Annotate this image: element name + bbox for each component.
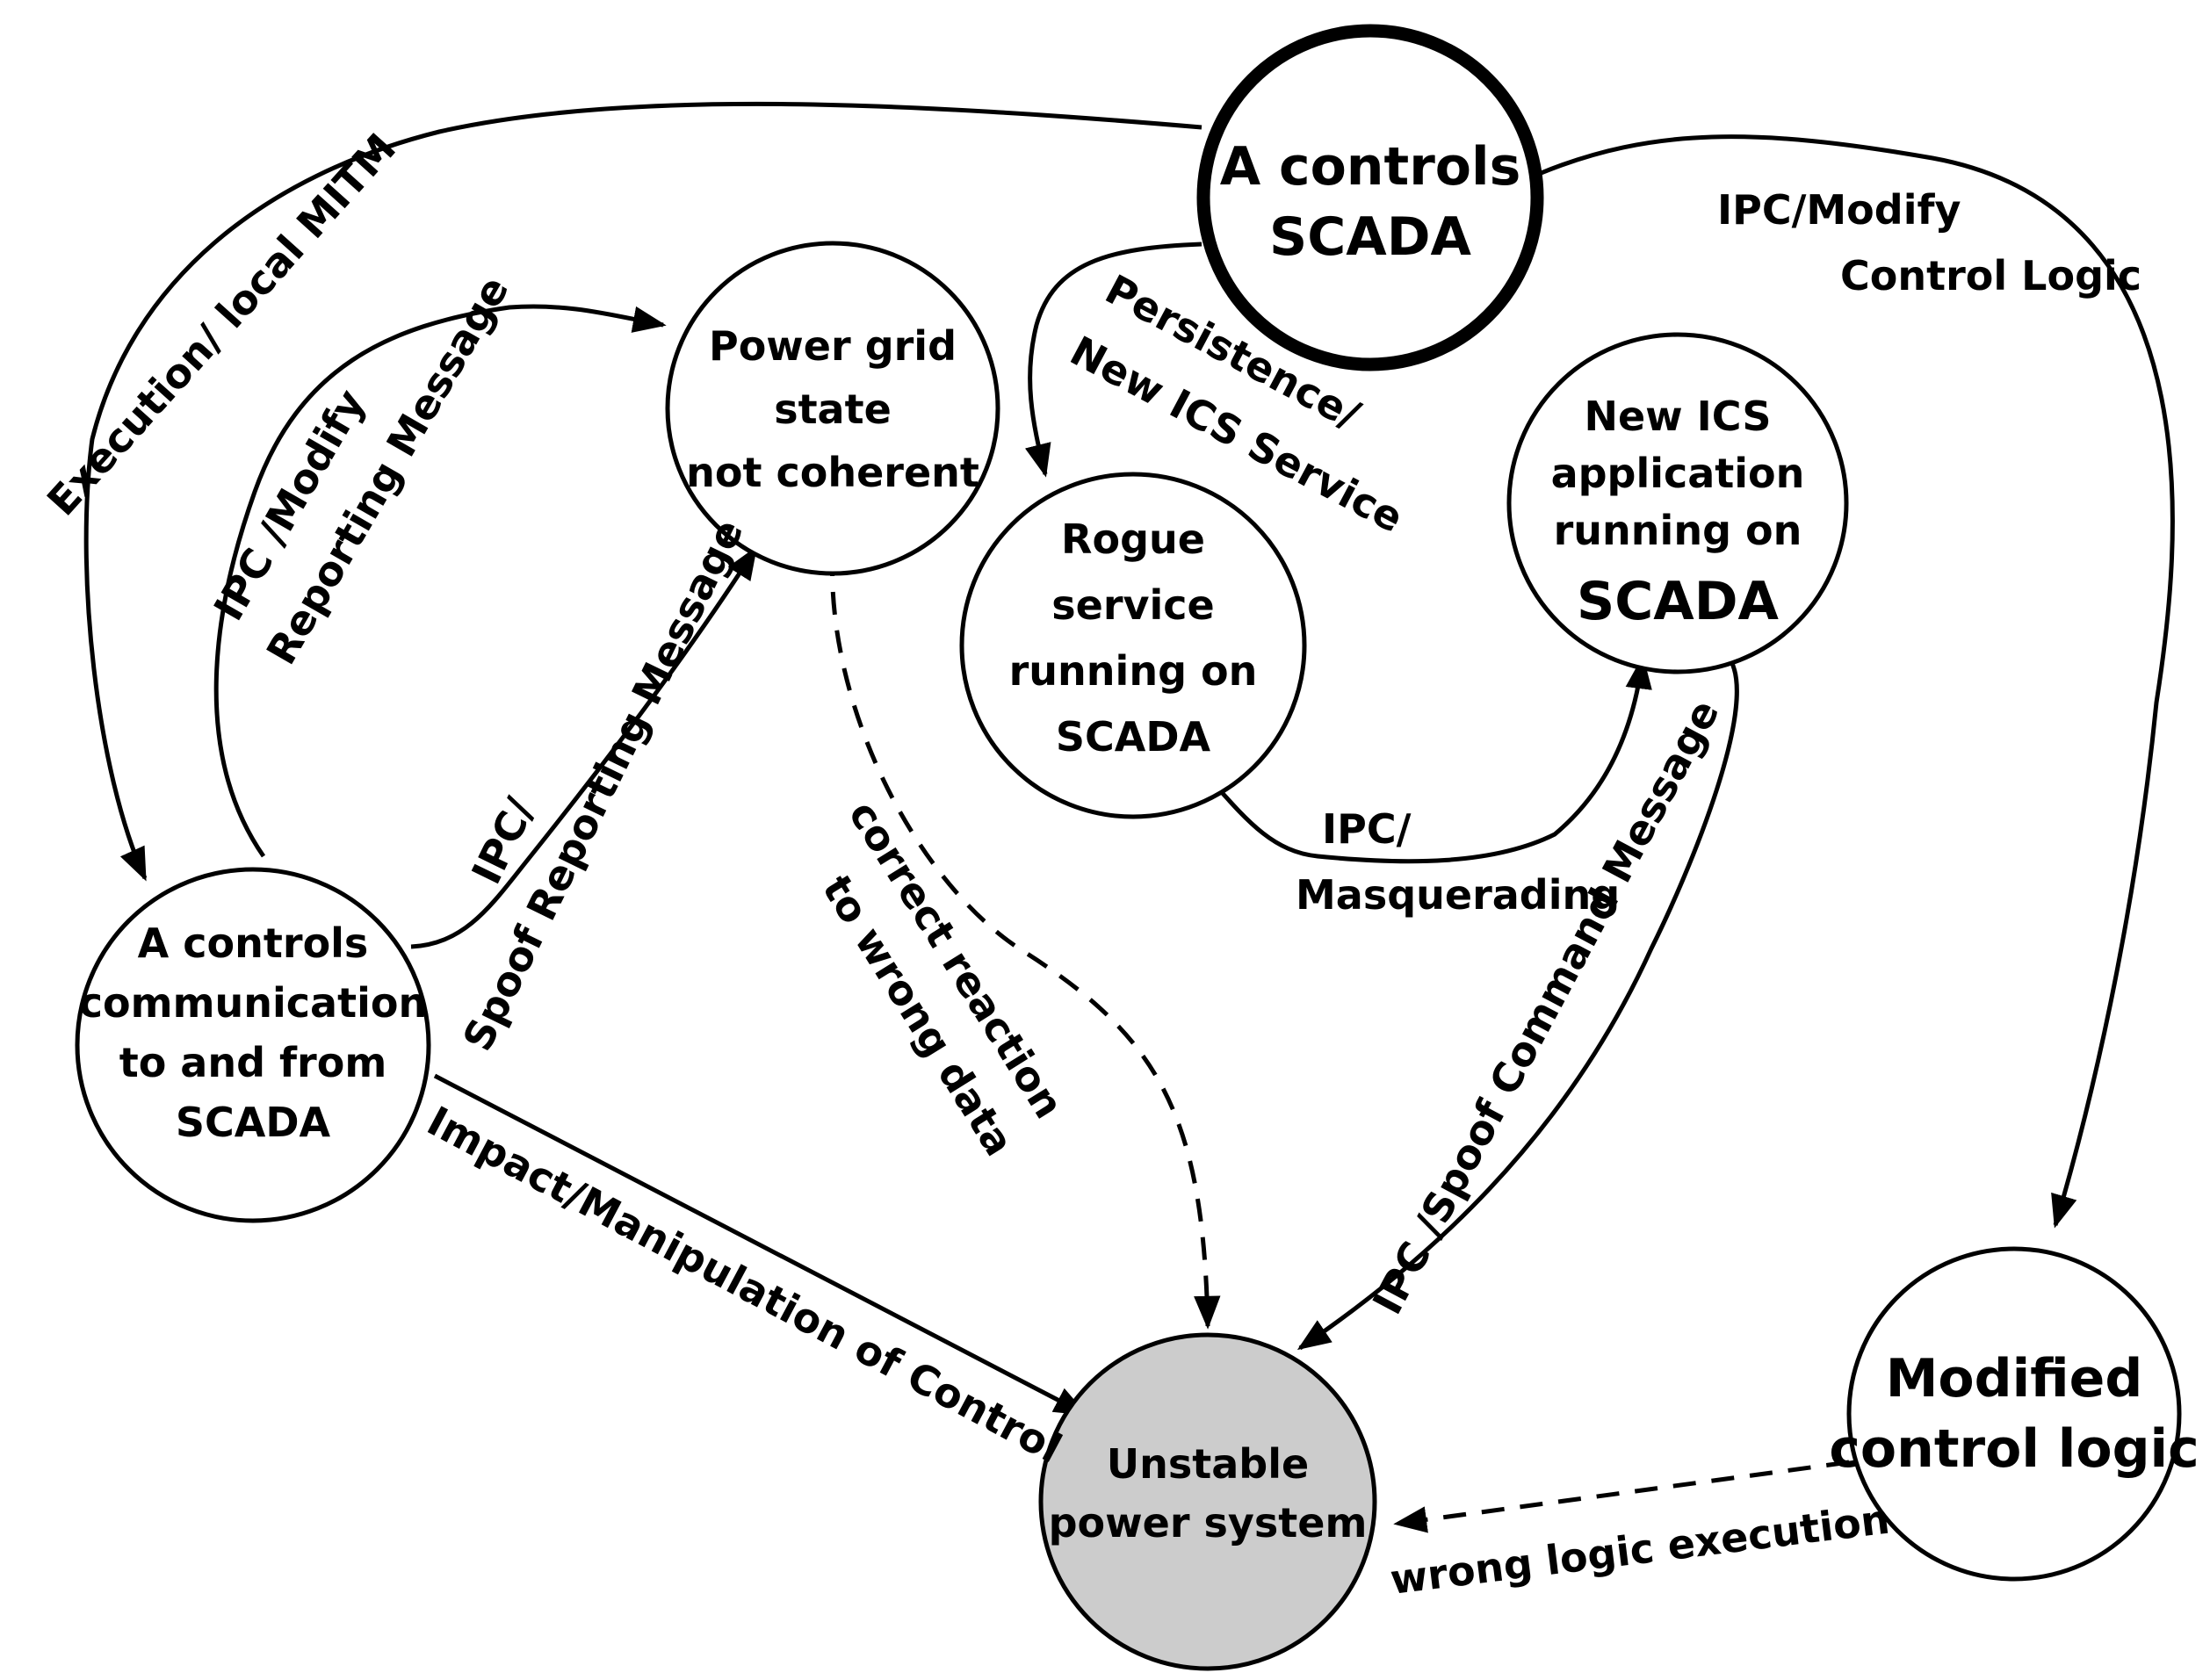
edge-ipc-modify-reporting: [213, 304, 667, 858]
edge-label-wrong-logic: wrong logic execution: [1388, 1496, 1892, 1604]
node-label-line: control logic: [1829, 1418, 2199, 1480]
node-label-line: New ICS: [1584, 393, 1771, 440]
edge-label-execution-mitm: Execution/ local MITM: [38, 125, 405, 525]
node-label-line: not coherent: [686, 449, 979, 496]
edge-ipc-modify-control-logic: [1538, 134, 2175, 1229]
node-label-line: application: [1551, 450, 1805, 497]
node-modified-control-logic: Modified control logic: [1829, 1246, 2199, 1582]
node-label-line: communication: [79, 979, 427, 1027]
node-power-grid-state: Power grid state not coherent: [665, 241, 1000, 576]
node-label-line: to and from: [119, 1039, 387, 1086]
node-label-line: SCADA: [1577, 571, 1779, 632]
edge-label-ipc-modify-reporting: IPC /Modify Reporting Message: [205, 268, 518, 672]
edge-label-line: IPC/: [1322, 805, 1412, 853]
node-label-line: Modified: [1886, 1348, 2143, 1410]
node-label-line: SCADA: [1056, 713, 1211, 761]
edge-label-line: Spoof Reporting Message: [453, 512, 752, 1058]
node-label-line: running on: [1009, 647, 1258, 695]
edge-ipc-spoof-command: [1296, 653, 1739, 1351]
node-rogue-service: Rogue service running on SCADA: [959, 472, 1307, 819]
node-a-controls-communication: A controls communication to and from SCA…: [75, 867, 431, 1223]
node-label-line: A controls: [1220, 136, 1521, 198]
edge-label-ipc-modify-control-logic: IPC/Modify Control Logic: [1717, 186, 2141, 299]
node-label-line: Power grid: [709, 322, 957, 370]
node-label-line: power system: [1049, 1499, 1368, 1547]
edge-label-line: Masquerading: [1296, 871, 1620, 919]
node-label-line: SCADA: [1269, 206, 1471, 268]
edge-ipc-masquerading: [1210, 655, 1652, 864]
edge-execution-mitm: [83, 101, 1202, 882]
edge-label-impact-manipulation: Impact/Manipulation of Control: [420, 1097, 1069, 1472]
node-label-line: SCADA: [176, 1099, 331, 1146]
node-label-line: state: [774, 386, 892, 433]
node-label-line: A controls: [138, 919, 369, 967]
node-label-line: Rogue: [1061, 516, 1205, 563]
edge-label-ipc-masquerading: IPC/ Masquerading: [1296, 805, 1620, 919]
edge-label-line: IPC/Modify: [1717, 186, 1961, 234]
node-label-line: Unstable: [1107, 1440, 1309, 1488]
edge-label-line: Control Logic: [1840, 252, 2141, 299]
edge-label-ipc-spoof-reporting: IPC/ Spoof Reporting Message: [453, 512, 752, 1058]
node-a-controls-scada: A controls SCADA: [1196, 24, 1544, 371]
edge-impact-manipulation: [433, 1073, 1088, 1417]
edge-label-correct-reaction: correct reaction to wrong data: [813, 792, 1073, 1164]
node-new-ics-app: New ICS application running on SCADA: [1506, 332, 1849, 674]
node-label-line: service: [1051, 581, 1214, 629]
edge-label-ipc-spoof-command: IPC /Spoof Command Message: [1363, 692, 1729, 1322]
node-label-line: running on: [1554, 507, 1802, 554]
edge-persistence: [1024, 242, 1202, 478]
edge-ipc-spoof-reporting: [410, 545, 758, 949]
node-unstable-power-system: Unstable power system: [1038, 1332, 1377, 1671]
